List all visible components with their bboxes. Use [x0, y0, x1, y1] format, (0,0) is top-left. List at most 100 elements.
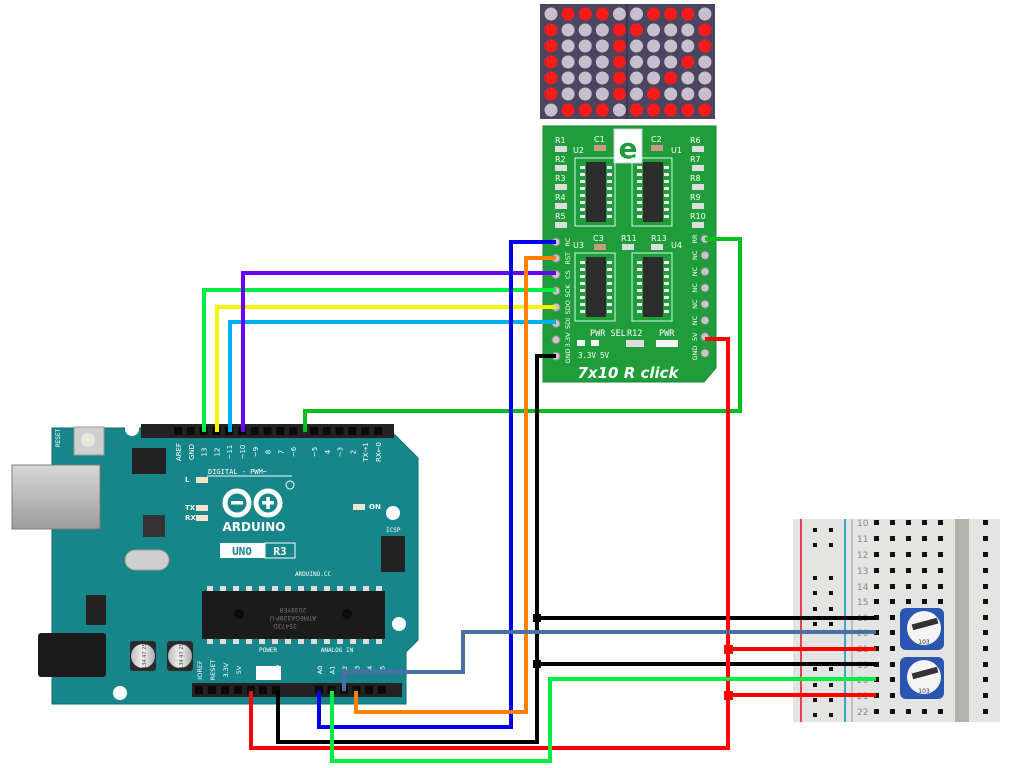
digital-pin-label: TX→1	[362, 442, 370, 462]
label-3v3: 3.3V	[578, 351, 597, 360]
arduino-name: ARDUINO	[223, 520, 286, 534]
rail-hole	[813, 591, 817, 595]
pot-label: 103	[918, 688, 930, 695]
power-analog-pin-label: 5V	[235, 665, 243, 674]
wire-d13-to-sck[interactable]	[202, 288, 556, 432]
capacitor-text: 7134 47 25V	[142, 639, 148, 672]
chip-pin	[580, 310, 585, 313]
click-pin-label: 3.3V	[564, 332, 572, 347]
digital-pin-label: 8	[265, 450, 273, 454]
power-analog-header	[192, 683, 402, 697]
chip-pin	[664, 282, 669, 285]
header-pin-8	[263, 427, 272, 435]
pwr-sel-label: PWR SEL	[590, 329, 626, 339]
power-analog-pin-label: RESET	[209, 660, 217, 681]
rail-hole	[813, 607, 817, 611]
icsp-header-usb	[132, 448, 166, 474]
breadboard-hole	[874, 615, 879, 620]
led-off	[578, 39, 592, 53]
led-on	[612, 55, 626, 69]
chip-label: U3	[573, 241, 584, 250]
breadboard-hole	[874, 584, 879, 589]
chip-pin	[637, 310, 642, 313]
wire-d11-to-sdi[interactable]	[228, 320, 556, 432]
breadboard-hole	[874, 662, 879, 667]
header-pin-gnd	[247, 686, 255, 694]
led-off	[664, 55, 678, 69]
center-channel	[955, 519, 969, 722]
wire-a3-to-rst[interactable]	[354, 256, 556, 714]
breadboard-hole	[890, 552, 895, 557]
chip-pin	[637, 166, 642, 169]
wire-a0-to-rc[interactable]	[317, 240, 556, 729]
led-on	[630, 103, 643, 117]
wire-a2-to-pot1[interactable]	[342, 630, 876, 691]
led-off	[630, 71, 643, 85]
r3-label: R3	[273, 545, 286, 558]
wire-a1-to-pot2[interactable]	[330, 677, 876, 763]
potentiometer-1[interactable]: 103	[900, 608, 944, 650]
wire-5v-to-click-5v[interactable]	[249, 337, 730, 750]
header-pin-4	[322, 427, 331, 435]
led-on	[612, 71, 626, 85]
led-on	[561, 7, 575, 21]
led-off	[612, 103, 626, 117]
capacitor-text: 7134 47 25V	[179, 639, 185, 672]
resistor	[622, 244, 634, 250]
chip-pin	[607, 289, 612, 292]
potentiometer-2[interactable]: 103	[900, 657, 944, 699]
header-pin-5v	[234, 686, 242, 694]
chip-pin	[664, 208, 669, 211]
header-pin-gnd	[259, 686, 267, 694]
breadboard-hole	[938, 599, 943, 604]
crystal	[124, 549, 170, 571]
atmega328p-chip	[202, 591, 385, 639]
breadboard-hole	[906, 709, 911, 714]
led-off	[647, 55, 661, 69]
icsp-header	[381, 536, 405, 572]
led-on	[544, 87, 558, 101]
chip-pin	[637, 173, 642, 176]
click-pin-label: CS	[564, 270, 572, 279]
led-off	[647, 39, 661, 53]
led-off	[664, 23, 678, 37]
row-label: 11	[857, 535, 868, 545]
chip-pin	[607, 201, 612, 204]
chip-pin	[580, 268, 585, 271]
resistor-label: R6	[690, 136, 701, 145]
led-off	[664, 39, 678, 53]
wire-d12-to-sdo[interactable]	[215, 305, 556, 432]
chip-pin	[298, 586, 304, 591]
header-pin-33v	[221, 686, 229, 694]
resistor-label: R9	[690, 193, 701, 202]
rail-hole	[829, 698, 833, 702]
click-pin-label: GND	[691, 346, 699, 361]
click-pin-label: NC	[691, 315, 699, 325]
cap-label: C2	[651, 135, 662, 144]
resistor	[692, 222, 704, 228]
chip-pin	[664, 310, 669, 313]
chip-pin	[637, 296, 642, 299]
header-pin-3	[335, 427, 344, 435]
click-pin-label: SDI	[564, 318, 572, 329]
uno-label: UNO	[232, 545, 252, 558]
led-on	[544, 55, 558, 69]
breadboard-hole	[874, 536, 879, 541]
click-pin-label: NC	[691, 283, 699, 293]
click-pin-33v	[551, 335, 561, 345]
breadboard-hole	[983, 646, 988, 651]
rail-hole	[813, 528, 817, 532]
resistor	[692, 203, 704, 209]
chip-pin	[664, 201, 669, 204]
chip-pin	[580, 187, 585, 190]
led-on	[595, 7, 609, 21]
wire-d10-to-cs[interactable]	[241, 271, 556, 432]
breadboard-hole	[983, 709, 988, 714]
digital-pin-label: ~11	[226, 445, 234, 460]
chip-pin	[637, 215, 642, 218]
wire-d6-to-rr[interactable]	[303, 237, 742, 432]
led-on	[612, 23, 626, 37]
chip-pin	[607, 275, 612, 278]
wire-gnd-to-click-gnd[interactable]	[276, 354, 556, 744]
rail-hole	[813, 683, 817, 687]
